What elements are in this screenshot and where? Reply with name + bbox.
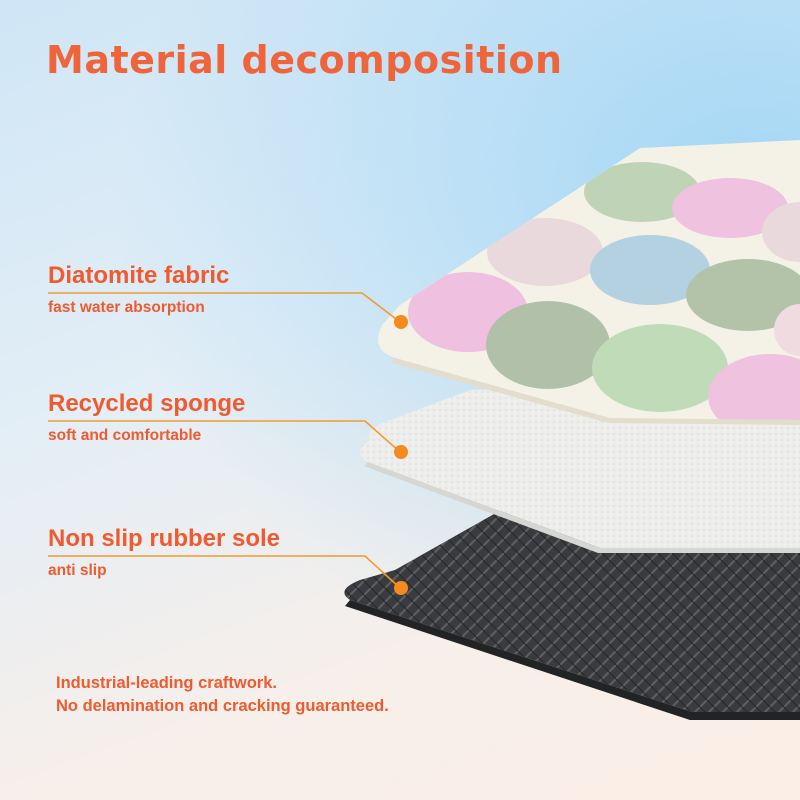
- polka-dot-pattern: [408, 162, 800, 420]
- layer-label-diatomite: Diatomite fabric fast water absorption: [48, 262, 229, 317]
- marker-dot-rubber: [394, 581, 408, 595]
- layer-name: Recycled sponge: [48, 390, 246, 417]
- layer-description: anti slip: [48, 562, 107, 579]
- page-title: Material decomposition: [46, 38, 563, 82]
- layer-description: fast water absorption: [48, 299, 205, 316]
- footer-line-2: No delamination and cracking guaranteed.: [56, 697, 389, 715]
- leader-line-rubber: [48, 555, 401, 589]
- leader-line-sponge: [48, 420, 401, 453]
- footer-text: Industrial-leading craftwork. No delamin…: [56, 672, 389, 718]
- leader-line-diatomite: [48, 292, 401, 323]
- layer-name: Diatomite fabric: [48, 262, 230, 289]
- layer-label-sponge: Recycled sponge soft and comfortable: [48, 390, 245, 445]
- marker-dot-diatomite: [394, 315, 408, 329]
- layer-description: soft and comfortable: [48, 427, 202, 444]
- marker-dot-sponge: [394, 445, 408, 459]
- layer-name: Non slip rubber sole: [48, 525, 281, 552]
- layer-label-rubber: Non slip rubber sole anti slip: [48, 525, 280, 580]
- diatomite-fabric-layer: [378, 140, 800, 425]
- footer-line-1: Industrial-leading craftwork.: [56, 674, 277, 692]
